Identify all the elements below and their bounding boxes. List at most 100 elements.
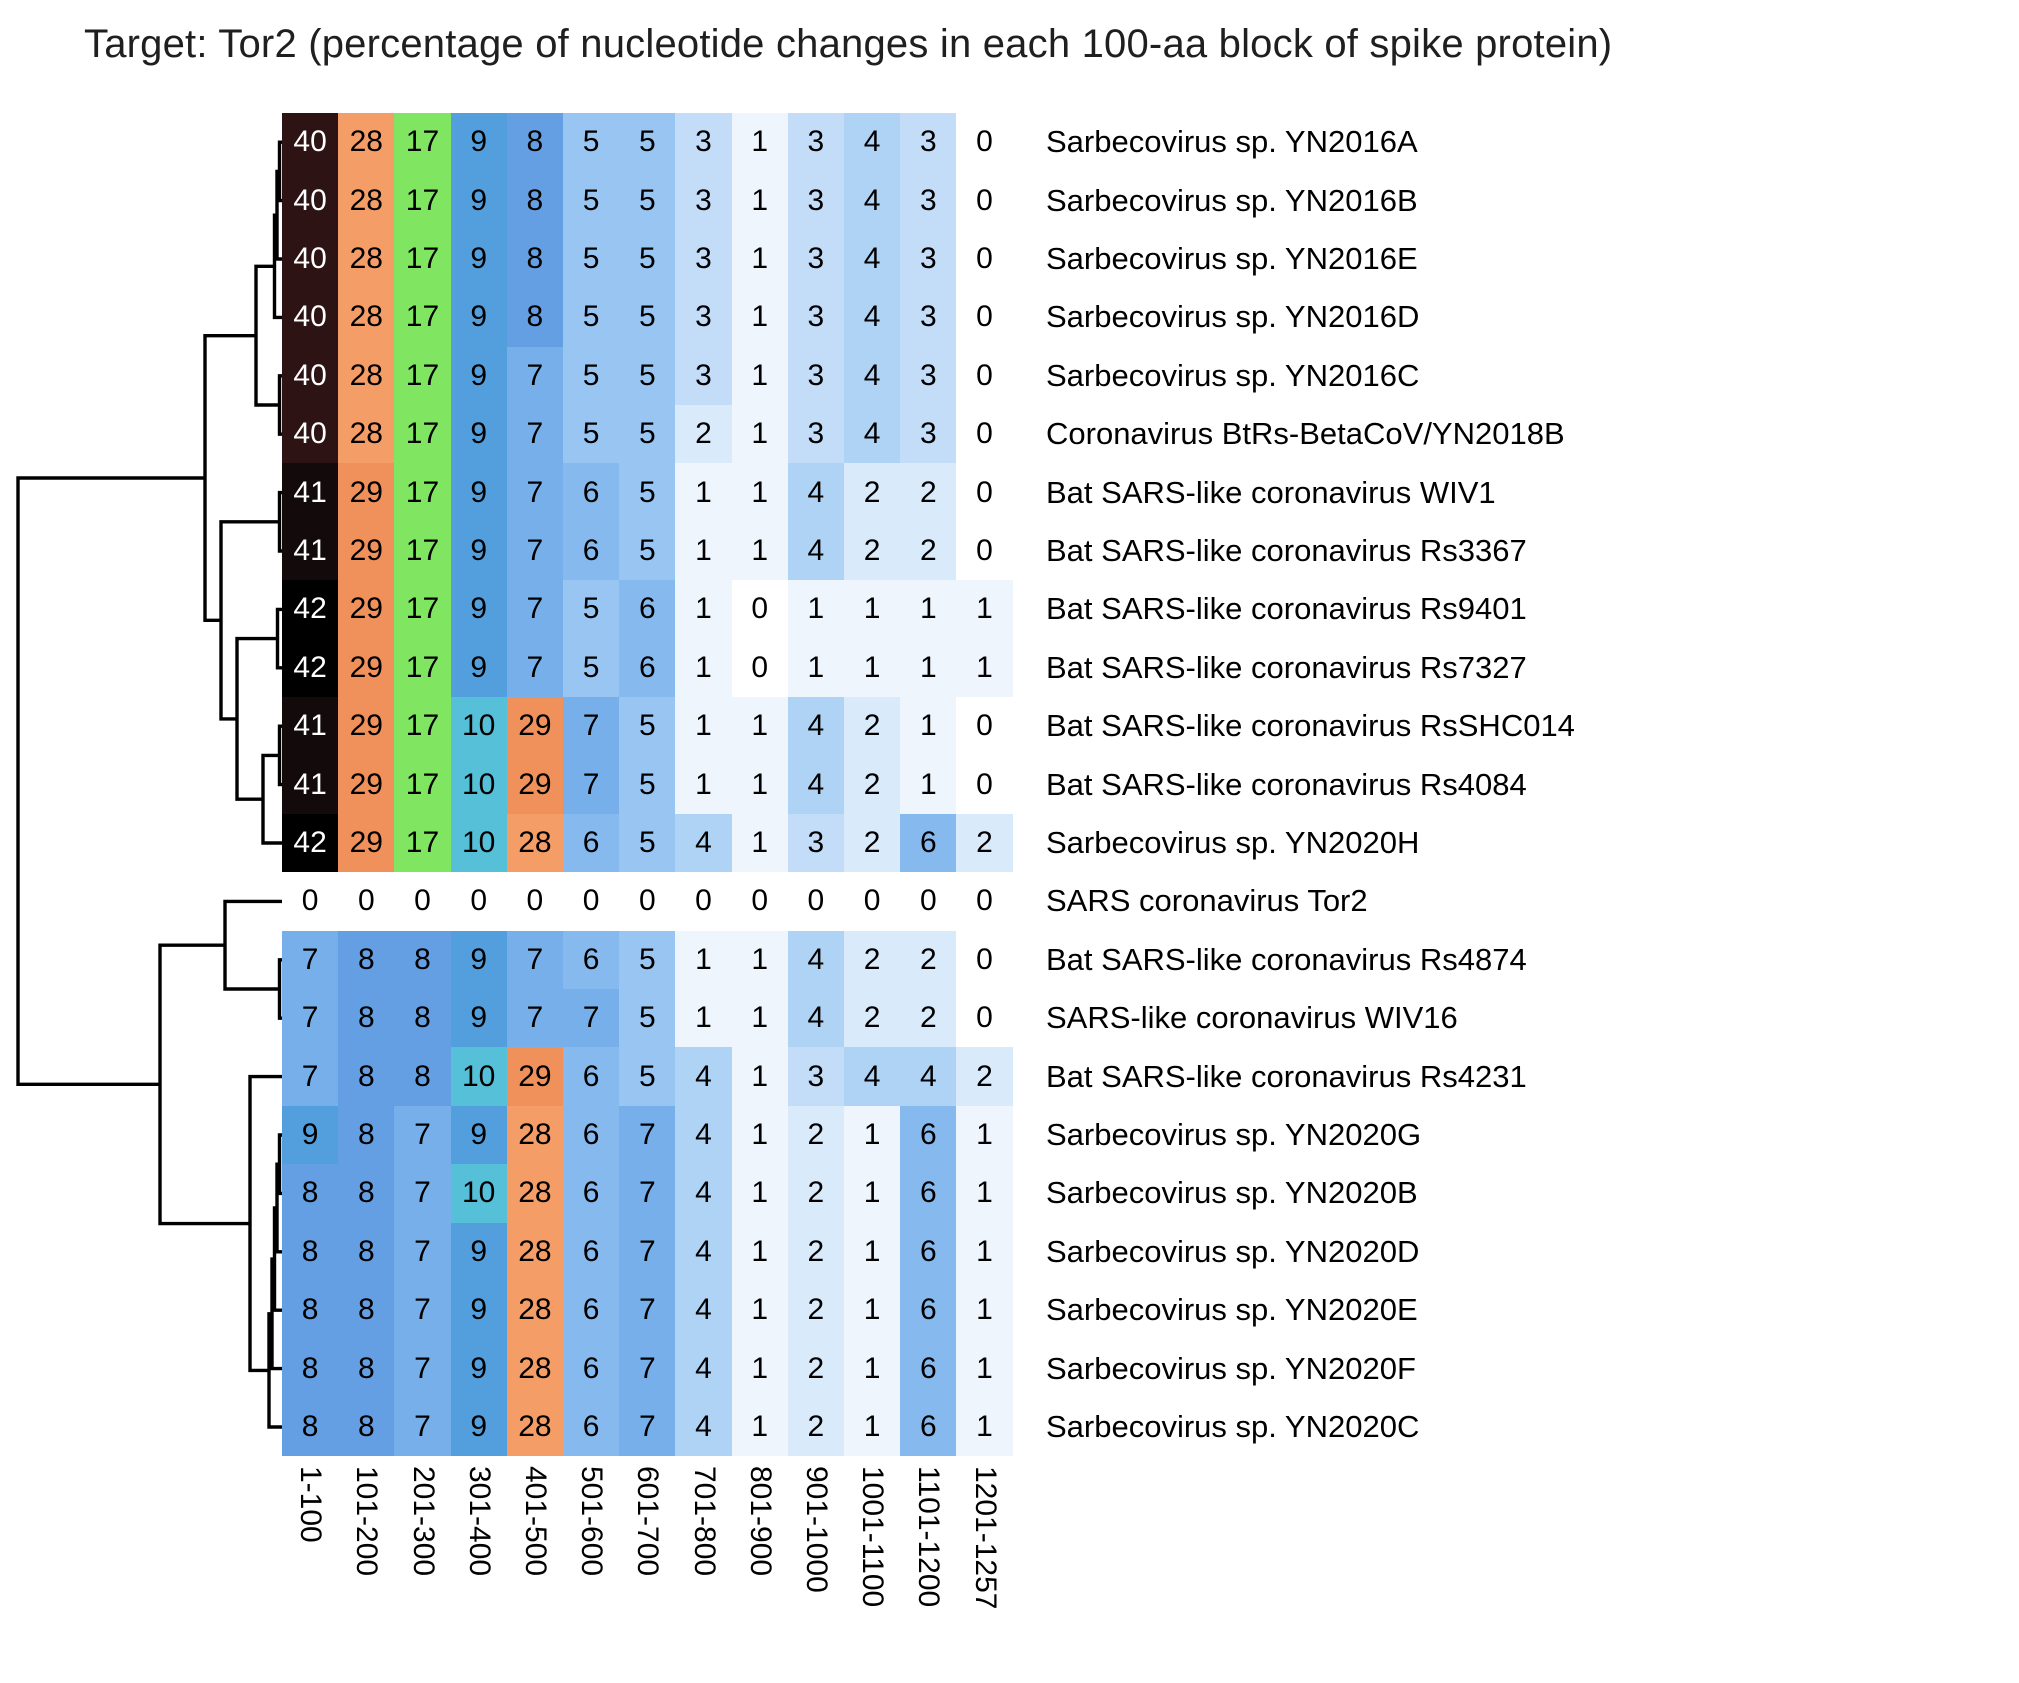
- heatmap-cell: 9: [450, 346, 507, 405]
- heatmap-cell: 2: [844, 463, 901, 522]
- heatmap-cell: 6: [900, 1164, 957, 1223]
- heatmap-cell: 7: [506, 580, 563, 639]
- heatmap-cell: 1: [956, 1397, 1013, 1457]
- heatmap-cell: 1: [956, 1105, 1013, 1165]
- heatmap-cell: 6: [900, 813, 957, 873]
- heatmap-cell: 6: [900, 1222, 957, 1281]
- heatmap-cell: 8: [338, 1047, 395, 1106]
- heatmap-cell: 4: [844, 113, 901, 172]
- heatmap-cell: 9: [450, 1339, 507, 1398]
- column-label: 501-600: [575, 1466, 609, 1577]
- heatmap-cell: 1: [731, 1164, 788, 1223]
- heatmap-cell: 28: [338, 288, 395, 347]
- heatmap-cell: 8: [338, 1339, 395, 1398]
- column-label: 401-500: [518, 1466, 552, 1577]
- heatmap-cell: 8: [338, 989, 395, 1048]
- heatmap-cell: 4: [900, 1047, 957, 1106]
- heatmap-cell: 0: [956, 872, 1013, 931]
- heatmap-cell: 8: [338, 1222, 395, 1281]
- heatmap-cell: 1: [731, 813, 788, 873]
- heatmap-cell: 3: [900, 405, 957, 464]
- heatmap-cell: 3: [675, 171, 732, 230]
- heatmap-cell: 1: [956, 638, 1013, 697]
- heatmap-cell: 1: [956, 1164, 1013, 1223]
- heatmap-cell: 7: [394, 1222, 451, 1281]
- heatmap-cell: 4: [675, 1222, 732, 1281]
- heatmap-cell: 4: [844, 346, 901, 405]
- heatmap-cell: 0: [900, 872, 957, 931]
- heatmap-cell: 1: [956, 1281, 1013, 1340]
- heatmap-cell: 0: [787, 872, 844, 931]
- heatmap-cell: 17: [394, 521, 451, 581]
- row-label: Bat SARS-like coronavirus Rs7327: [1046, 649, 1527, 685]
- heatmap-cell: 1: [900, 755, 957, 814]
- heatmap-cell: 9: [450, 989, 507, 1048]
- heatmap-cell: 5: [619, 755, 676, 814]
- heatmap-cell: 7: [506, 521, 563, 581]
- heatmap-cell: 2: [956, 813, 1013, 873]
- heatmap-cell: 2: [900, 930, 957, 989]
- column-label: 901-1000: [799, 1466, 833, 1593]
- heatmap-cell: 7: [619, 1397, 676, 1457]
- heatmap-cell: 0: [619, 872, 676, 931]
- heatmap-cell: 9: [450, 405, 507, 464]
- heatmap-cell: 1: [731, 1281, 788, 1340]
- heatmap-cell: 7: [506, 930, 563, 989]
- heatmap-cell: 8: [506, 288, 563, 347]
- row-label: Sarbecovirus sp. YN2020G: [1046, 1117, 1422, 1152]
- heatmap-cell: 5: [619, 989, 676, 1048]
- heatmap-cell: 28: [506, 1281, 563, 1340]
- heatmap-cell: 5: [619, 521, 676, 581]
- heatmap-cell: 6: [563, 1397, 620, 1457]
- heatmap-cell: 3: [787, 171, 844, 230]
- heatmap-cell: 40: [282, 346, 339, 405]
- heatmap-cell: 10: [450, 1164, 507, 1223]
- heatmap-cell: 7: [506, 346, 563, 405]
- heatmap-cell: 3: [787, 113, 844, 172]
- heatmap-cell: 10: [450, 813, 507, 873]
- heatmap-cell: 28: [338, 113, 395, 172]
- heatmap-cell: 7: [506, 638, 563, 697]
- heatmap-cell: 0: [956, 697, 1013, 756]
- heatmap-cell: 5: [563, 580, 620, 639]
- heatmap-cell: 1: [956, 1222, 1013, 1281]
- heatmap-cell: 9: [450, 1397, 507, 1457]
- heatmap-cell: 1: [731, 755, 788, 814]
- heatmap-cell: 5: [619, 813, 676, 873]
- heatmap-cell: 7: [282, 930, 339, 989]
- heatmap-cell: 6: [900, 1339, 957, 1398]
- heatmap-cell: 7: [619, 1164, 676, 1223]
- heatmap-cell: 3: [900, 113, 957, 172]
- heatmap-cell: 6: [900, 1397, 957, 1457]
- heatmap-cell: 1: [844, 638, 901, 697]
- heatmap-cell: 5: [619, 1047, 676, 1106]
- heatmap-cell: 29: [506, 697, 563, 756]
- heatmap-cell: 17: [394, 697, 451, 756]
- column-label: 701-800: [687, 1466, 721, 1577]
- heatmap-cell: 17: [394, 755, 451, 814]
- row-label: Sarbecovirus sp. YN2020H: [1046, 825, 1420, 860]
- row-label: SARS-like coronavirus WIV16: [1046, 1000, 1458, 1036]
- heatmap-cell: 4: [787, 755, 844, 814]
- heatmap-cell: 1: [844, 1164, 901, 1223]
- heatmap-cell: 29: [338, 521, 395, 581]
- heatmap-cell: 9: [450, 229, 507, 289]
- heatmap-cell: 28: [506, 1339, 563, 1398]
- heatmap-cell: 7: [394, 1281, 451, 1340]
- heatmap-cell: 17: [394, 638, 451, 697]
- heatmap-cell: 2: [900, 463, 957, 522]
- heatmap-cell: 28: [506, 1397, 563, 1457]
- dendrogram-links: [16, 140, 282, 1429]
- heatmap-cell: 2: [787, 1397, 844, 1457]
- row-label: Sarbecovirus sp. YN2016C: [1046, 357, 1420, 393]
- heatmap-cell: 5: [563, 346, 620, 405]
- heatmap-cell: 9: [450, 930, 507, 989]
- heatmap-cell: 2: [956, 1047, 1013, 1106]
- heatmap-cell: 1: [900, 697, 957, 756]
- heatmap-cell: 1: [675, 580, 732, 639]
- heatmap-cell: 6: [619, 580, 676, 639]
- heatmap-cell: 1: [731, 1222, 788, 1281]
- heatmap-cell: 5: [619, 405, 676, 464]
- heatmap-cell: 17: [394, 171, 451, 230]
- heatmap-cell: 2: [787, 1222, 844, 1281]
